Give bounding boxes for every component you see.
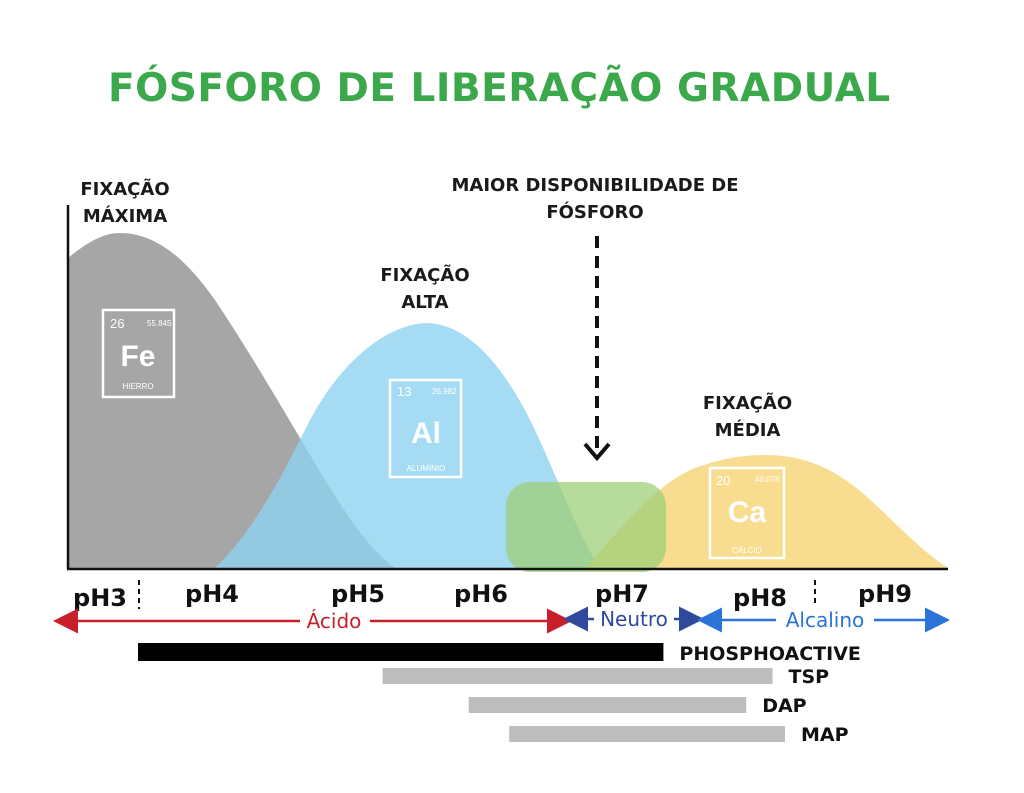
ph3-label: pH3 [73,584,127,612]
ph6-label: pH6 [454,580,508,608]
ca-name: CÁLCIO [732,546,762,555]
fixacao-media-line2: MÉDIA [714,420,781,441]
fixacao-media-label: FIXAÇÃO MÉDIA [680,390,815,444]
element-tile-fe: 26 55.845 Fe HIERRO [101,308,176,399]
acido-label: Ácido [307,609,362,633]
dap-label: DAP [762,695,806,717]
map-label: MAP [801,724,849,746]
phosphoactive-label: PHOSPHOACTIVE [679,643,861,665]
element-tile-al: 13 26.982 Al ALUMÍNIO [388,378,463,479]
ca-fixation-curve [585,455,948,568]
map-bar [509,726,785,742]
al-name: ALUMÍNIO [407,464,446,473]
al-atomic-number: 13 [397,384,411,399]
fixacao-media-line1: FIXAÇÃO [702,393,793,414]
max-availability-arrow [583,236,611,462]
ph8-label: pH8 [733,584,787,612]
optimal-availability-zone [506,482,666,572]
ca-symbol: Ca [728,496,767,529]
al-symbol: Al [411,417,441,450]
fixacao-alta-line2: ALTA [401,292,449,313]
maior-disponibilidade-label: MAIOR DISPONIBILIDADE DE FÓSFORO [425,172,765,226]
neutro-label: Neutro [600,607,668,631]
fe-atomic-number: 26 [110,316,124,331]
fe-name: HIERRO [122,382,153,391]
ph9-label: pH9 [858,580,912,608]
chart-title: FÓSFORO DE LIBERAÇÃO GRADUAL [108,66,891,111]
al-atomic-mass: 26.982 [432,387,457,396]
ca-atomic-mass: 40.078 [755,475,780,484]
fixacao-maxima-line1: FIXAÇÃO [80,179,170,200]
element-tile-ca: 20 40.078 Ca CÁLCIO [708,466,786,560]
tsp-label: TSP [789,666,830,688]
phosphoactive-bar [138,643,664,661]
fe-symbol: Fe [120,340,155,373]
ca-atomic-number: 20 [716,473,730,488]
fixacao-maxima-line2: MÁXIMA [82,206,168,227]
ph7-label: pH7 [595,580,649,608]
tsp-bar [382,668,773,684]
fe-atomic-mass: 55.845 [147,319,172,328]
fixacao-maxima-label: FIXAÇÃO MÁXIMA [60,176,190,230]
ph5-label: pH5 [331,580,385,608]
ph4-label: pH4 [185,580,239,608]
dap-bar [468,697,747,713]
fixacao-alta-line1: FIXAÇÃO [380,265,470,286]
fixacao-alta-label: FIXAÇÃO ALTA [355,262,495,316]
alcalino-label: Alcalino [786,608,865,632]
maior-disponibilidade-line2: FÓSFORO [546,202,644,223]
al-fixation-curve [215,323,600,568]
maior-disponibilidade-line1: MAIOR DISPONIBILIDADE DE [451,175,739,196]
